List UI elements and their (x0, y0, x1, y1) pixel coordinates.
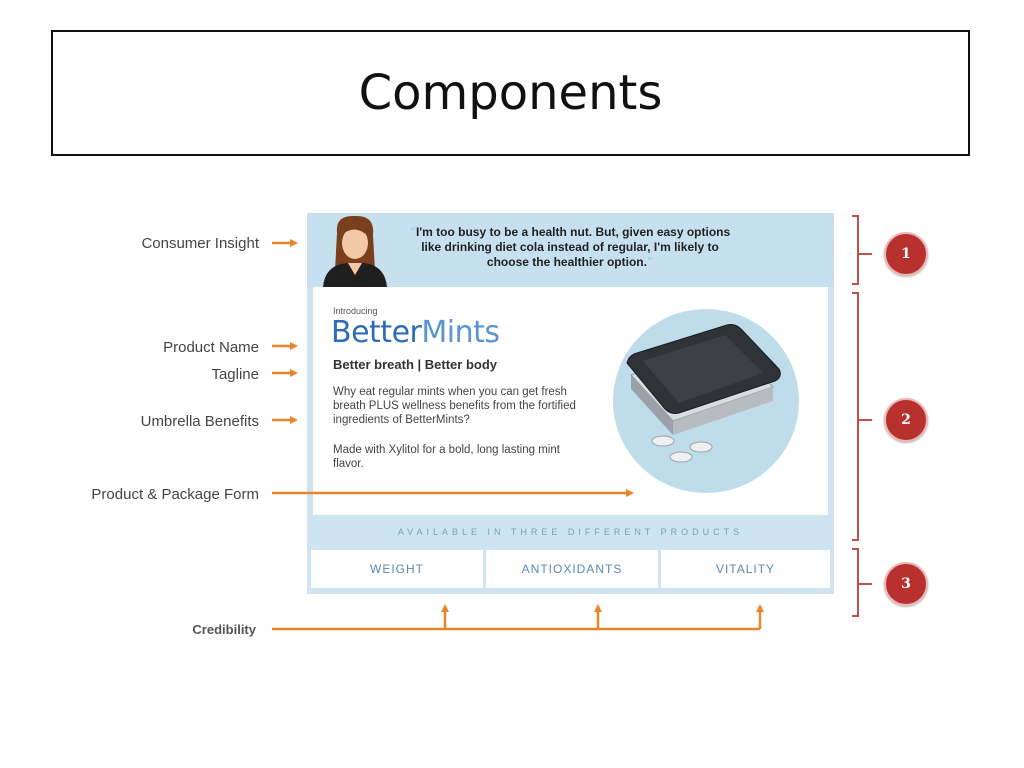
brand-part-2: Mints (421, 315, 500, 350)
available-banner: AVAILABLE IN THREE DIFFERENT PRODUCTS (397, 527, 744, 537)
product-image-circle (613, 309, 799, 493)
product-name: BetterMints (331, 315, 500, 350)
open-quote-icon: “ (409, 225, 416, 239)
umbrella-benefit-text: Why eat regular mints when you can get f… (333, 386, 576, 426)
woman-avatar-icon (323, 215, 387, 287)
label-umbrella-benefits: Umbrella Benefits (140, 413, 259, 430)
title-box: Components (51, 30, 970, 156)
label-credibility: Credibility (192, 622, 256, 637)
label-tagline: Tagline (211, 366, 259, 383)
bracket-3 (852, 548, 859, 617)
made-with-text: Made with Xylitol for a bold, long lasti… (333, 444, 560, 470)
product-variant-weight: WEIGHT (311, 550, 483, 588)
brand-part-1: Better (331, 315, 422, 350)
product-variant-antioxidants: ANTIOXIDANTS (486, 550, 658, 588)
close-quote-icon: ” (646, 255, 654, 269)
product-variant-vitality: VITALITY (661, 550, 830, 588)
mint-tin-icon (626, 324, 781, 463)
slide-title: Components (358, 65, 663, 121)
product-panel: Introducing BetterMints Better breath | … (313, 287, 828, 515)
quote-body: I'm too busy to be a health nut. But, gi… (415, 225, 731, 269)
section-badge-1: 1 (884, 232, 928, 276)
section-badge-3: 3 (884, 562, 928, 606)
ad-card: “I'm too busy to be a health nut. But, g… (307, 213, 834, 594)
label-product-name: Product Name (163, 339, 259, 356)
label-product-package-form: Product & Package Form (91, 486, 259, 503)
consumer-quote-band: “I'm too busy to be a health nut. But, g… (307, 213, 834, 287)
consumer-quote: “I'm too busy to be a health nut. But, g… (405, 225, 735, 270)
bracket-1 (852, 215, 859, 285)
section-badge-2: 2 (884, 398, 928, 442)
product-tagline: Better breath | Better body (333, 357, 497, 372)
introducing-text: Introducing (333, 306, 378, 316)
label-consumer-insight: Consumer Insight (141, 235, 259, 252)
bracket-2 (852, 292, 859, 541)
